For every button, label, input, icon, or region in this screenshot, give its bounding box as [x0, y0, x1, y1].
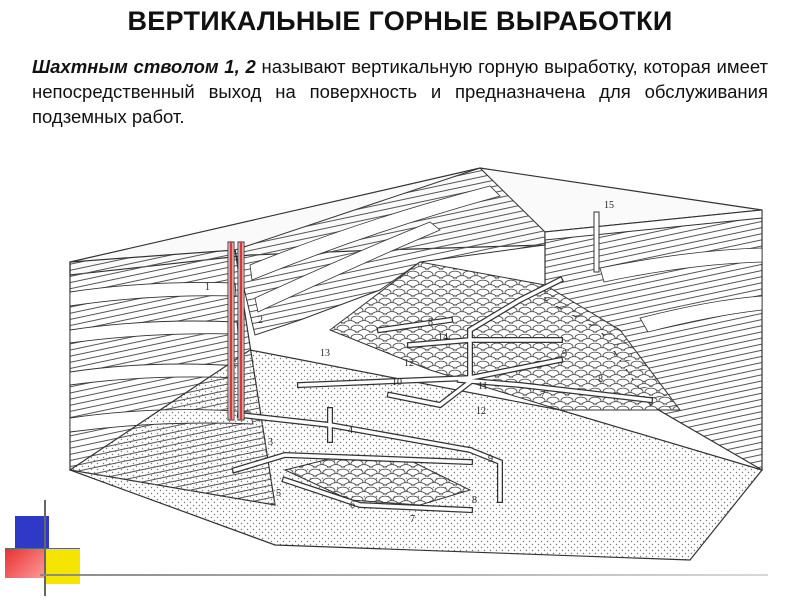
- label-8c: 8: [472, 495, 477, 506]
- slide-title: ВЕРТИКАЛЬНЫЕ ГОРНЫЕ ВЫРАБОТКИ: [127, 6, 673, 36]
- label-8a: 8: [428, 317, 433, 328]
- deco-horizontal-line: [5, 548, 80, 549]
- label-3: 3: [268, 437, 273, 448]
- label-7b: 7: [410, 514, 415, 525]
- label-14: 14: [438, 332, 448, 343]
- strata-bands-right: [599, 247, 763, 333]
- label-4: 4: [348, 425, 353, 436]
- shaft-15: [593, 211, 600, 273]
- label-8b: 8: [598, 374, 603, 385]
- label-1: 1: [205, 282, 210, 293]
- label-12a: 12: [404, 358, 414, 369]
- definition-term: Шахтным стволом 1, 2: [32, 56, 256, 77]
- deco-red-square: [5, 548, 45, 578]
- shaft-1-2: [227, 241, 245, 421]
- mine-workings-diagram: 1 2 3 4 5 6 7 7 8 8 8 9 9 10 11 12 12 13…: [68, 167, 764, 561]
- label-6: 6: [350, 500, 355, 511]
- deco-yellow-square: [44, 548, 80, 584]
- label-13: 13: [320, 348, 330, 359]
- bottom-rule: [40, 574, 768, 576]
- label-11: 11: [478, 381, 488, 392]
- label-10: 10: [392, 377, 402, 388]
- label-5: 5: [276, 488, 281, 499]
- label-15: 15: [604, 200, 614, 211]
- deco-blue-square: [15, 516, 49, 550]
- label-12b: 12: [476, 406, 486, 417]
- label-2: 2: [258, 315, 263, 326]
- strata-bands-center: [249, 185, 501, 313]
- label-9a: 9: [562, 349, 567, 360]
- label-9b: 9: [488, 454, 493, 465]
- definition-paragraph: Шахтным стволом 1, 2 называют вертикальн…: [32, 54, 768, 129]
- label-7a: 7: [540, 390, 545, 401]
- definition-text: называют вертикальную горную выработку, …: [32, 56, 769, 127]
